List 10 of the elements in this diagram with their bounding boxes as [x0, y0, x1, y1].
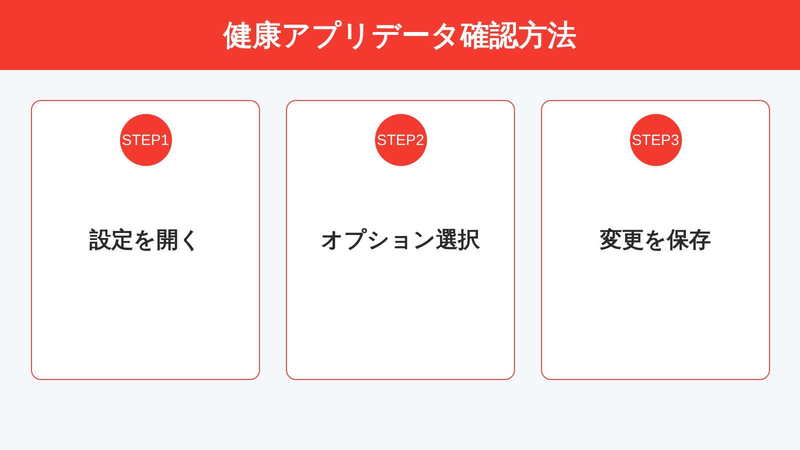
step-number: STEP1: [120, 114, 172, 166]
page-title: 健康アプリデータ確認方法: [222, 17, 578, 54]
step-title: 設定を開く: [88, 226, 202, 255]
step-title: 変更を保存: [598, 226, 712, 255]
step-title: オプション選択: [320, 227, 481, 255]
step-card: [31, 100, 260, 380]
step-card: [541, 100, 770, 380]
step-card: [286, 100, 515, 380]
step-number: STEP3: [630, 114, 682, 166]
step-number: STEP2: [374, 114, 426, 166]
